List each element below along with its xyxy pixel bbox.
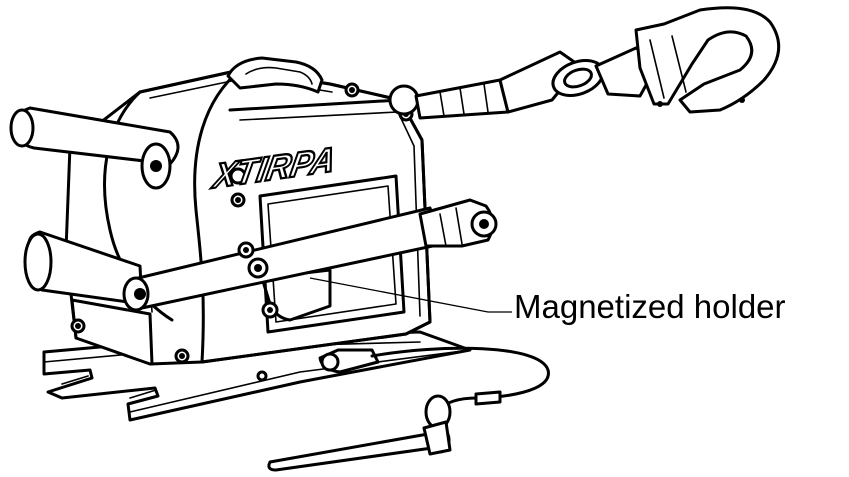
release-pin: [267, 394, 452, 472]
pin-lanyard: [318, 346, 550, 414]
front-handle-bar: [122, 198, 498, 312]
winch-housing: [64, 68, 432, 366]
upper-roller: [9, 106, 180, 190]
callout-leader-line: [309, 277, 512, 313]
lifeline-cable: [388, 50, 582, 120]
callout-label: Magnetized holder: [514, 288, 786, 325]
top-handle: [226, 56, 324, 94]
snap-hook: [551, 6, 781, 114]
